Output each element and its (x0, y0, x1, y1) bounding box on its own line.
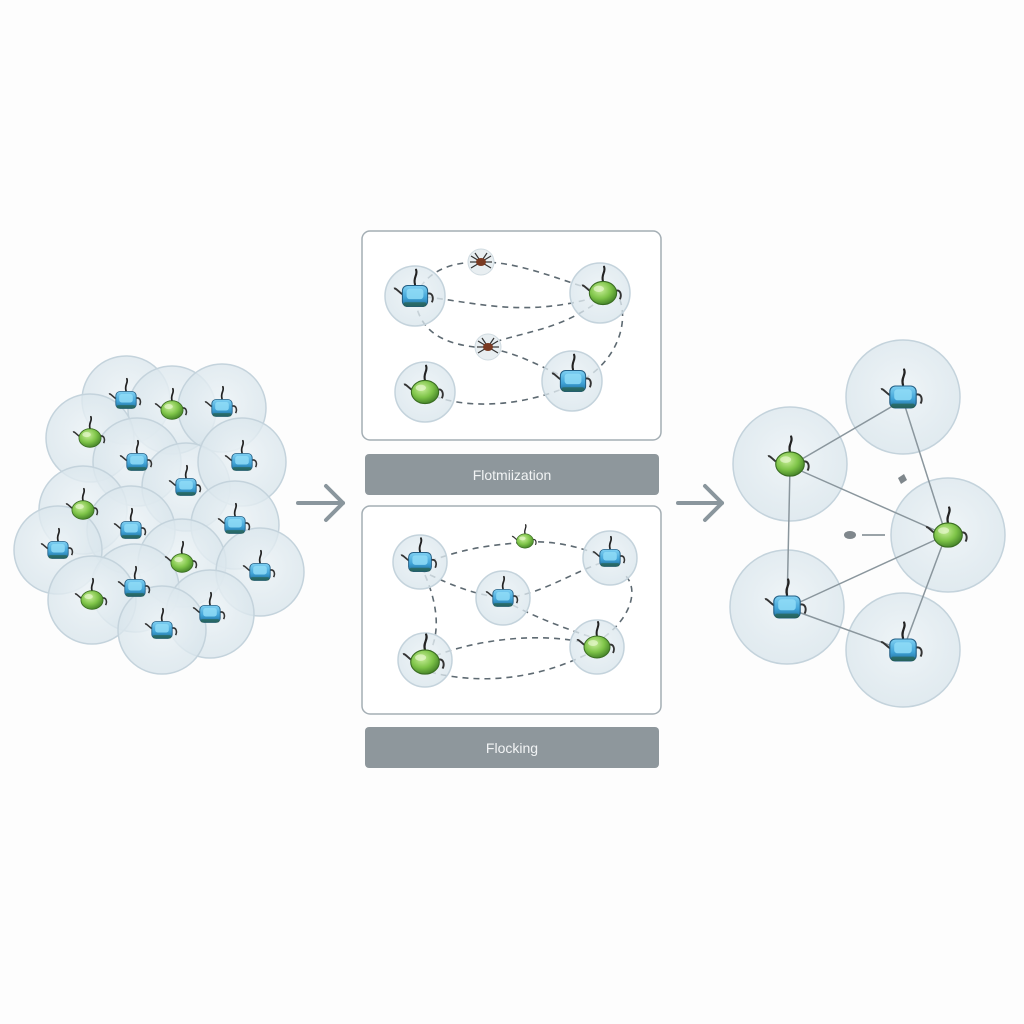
robot-icon (485, 575, 519, 607)
robot-icon (224, 439, 258, 471)
stray-debris (844, 474, 907, 539)
robot-icon (164, 540, 198, 573)
robot-icon (108, 377, 142, 409)
robot-icon (192, 591, 226, 623)
robot-icon (40, 527, 74, 559)
robot-icon (576, 621, 615, 659)
robot-icon (402, 633, 445, 675)
bottom-panel-robots (392, 524, 638, 688)
spider-icon (474, 333, 502, 361)
arrow-right-icon (296, 484, 345, 522)
robot-icon (113, 507, 147, 539)
robot-icon (154, 387, 188, 420)
robot-icon (403, 364, 444, 405)
robot-icon (393, 268, 434, 308)
robot-icon (767, 435, 810, 477)
robot-icon (400, 537, 437, 572)
spider-icon (467, 248, 495, 276)
right-formation-halos (729, 339, 1006, 708)
robot-icon (581, 265, 622, 306)
robot-icon (764, 578, 807, 619)
robot-icon (168, 464, 202, 496)
robot-icon (551, 353, 592, 393)
robot-icon (117, 565, 151, 597)
robot-icon (74, 577, 108, 610)
robot-icon (144, 607, 178, 639)
top-panel-robots (384, 248, 631, 423)
arrow-right-icon (676, 484, 724, 522)
bottom-panel-label: Flocking (365, 727, 659, 768)
robot-icon (119, 439, 153, 471)
robot-icon (592, 535, 626, 567)
robot-icon (217, 502, 251, 534)
robot-icon (880, 621, 923, 662)
robot-icon (72, 415, 106, 448)
robot-icon (880, 368, 923, 409)
robot-icon (511, 524, 537, 549)
robot-icon (242, 549, 276, 581)
left-cluster-robots (40, 377, 276, 639)
top-panel-label: Flotmiization (365, 454, 659, 495)
robot-icon (925, 506, 968, 548)
right-formation-robots (764, 368, 968, 662)
robot-icon (204, 385, 238, 417)
robot-icon (65, 487, 99, 520)
